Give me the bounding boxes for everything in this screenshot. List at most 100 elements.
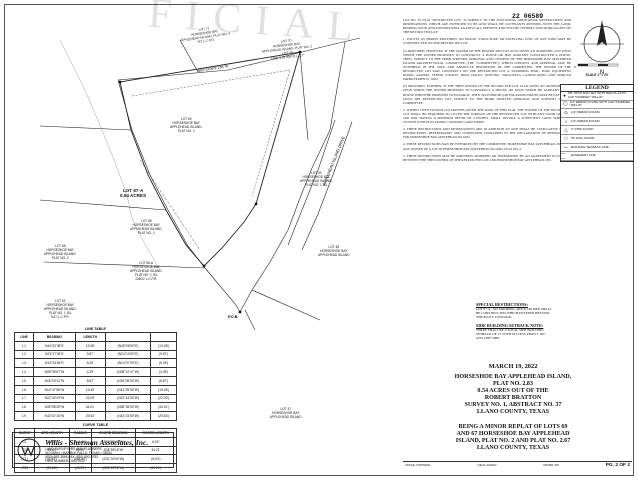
table-cell: 19.45': [74, 384, 106, 395]
lot-line: [244, 309, 256, 330]
firm-block: Willis - Sherman Associates, Inc. LAND S…: [12, 432, 174, 468]
table-header: LINE: [13, 332, 35, 342]
table-cell: N43°47'16"W: [33, 411, 76, 421]
firm-address: 310 MAIN • MARBLE FALLS, TEXAS • 78654: [45, 450, 112, 455]
table-cell: L5: [13, 375, 35, 386]
table-cell: (N43°24'00"W): [104, 411, 152, 421]
table-cell: L7: [13, 393, 35, 404]
legend-label: BUILDING SETBACK LINE: [571, 144, 609, 149]
table-cell: L9: [13, 411, 35, 421]
easement-line: [139, 159, 201, 251]
lot-label-lot52: LOT 52 HORSESHOE BAY APPLEHEAD ISLAND, P…: [44, 299, 77, 319]
legend-label: EASEMENT LINE: [571, 153, 596, 158]
legend-row: ◯1/2" REBAR FOUND WITH CAP STAMPED "WILL…: [561, 100, 633, 110]
setback-line: [131, 69, 291, 197]
table-header: [104, 332, 152, 342]
office-code: OFFICE: 2793/W0011: [405, 464, 431, 467]
road-edge: [287, 119, 336, 246]
table-cell: 34.01': [74, 402, 106, 413]
table-cell: N14°47'58"W: [33, 384, 76, 395]
drawn-by: DRAWN: RM: [543, 464, 559, 467]
scale-label: SCALE 1" = 20': [585, 73, 609, 77]
legend-row: ⊙1/2" REBAR FOUND: [561, 109, 633, 118]
table-header: LENGTH: [74, 332, 106, 342]
legend-symbol-icon: ⊙: [564, 109, 568, 115]
boundary-line: [117, 37, 361, 81]
table-cell: 8.87': [74, 375, 106, 386]
note-paragraph: (b) PROVIDED, FURTHER, IF THE THEN OWNER…: [403, 84, 571, 105]
legend-symbol-icon: — —: [561, 150, 566, 161]
table-cell: (34.01'): [150, 402, 177, 413]
legend-row: △3" PIPE FOUND: [561, 126, 633, 135]
boundary-line: [117, 79, 241, 313]
legend-row: □PK NAIL FOUND: [561, 135, 633, 144]
legend-symbol-icon: ○: [564, 119, 568, 125]
bearing-label: N83°13'08"E 238.76': [198, 64, 230, 73]
monument-marker: [254, 202, 258, 206]
table-cell: 13.08': [74, 340, 106, 351]
firm-logo-icon: [17, 438, 41, 462]
table-cell: N18°29'12"W: [33, 375, 76, 386]
table-cell: N35°58'25"W: [33, 402, 76, 413]
table-cell: (4.39'): [150, 367, 177, 377]
table-cell: (N22°44'00"W): [104, 393, 152, 404]
page-number: PG. 2 OF 2: [605, 463, 630, 468]
legend: LEGEND ●5/8" IRON ROD SET WITH RED PLAST…: [560, 84, 634, 162]
firm-name: Willis - Sherman Associates, Inc.: [45, 437, 149, 447]
lot-line: [39, 199, 167, 211]
table-cell: (22.09'): [150, 393, 177, 404]
legend-symbol-icon: □: [564, 136, 568, 142]
curve-table-title: CURVE TABLE: [82, 422, 109, 427]
pob-label: P.O.B.: [228, 315, 238, 319]
table-cell: (N14°07'00"E): [104, 358, 152, 369]
field-date: FIELD: 3/4/2022: [477, 464, 497, 467]
legend-title: LEGEND: [561, 85, 633, 92]
note-paragraph: 1. EXCEPT AS HEREIN PROVIDED, NO HOUSE, …: [403, 37, 571, 46]
lot-label-lot48: LOT 48 HORSESHOE BAY APPLEHEAD ISLAND: [318, 245, 350, 257]
table-cell: (13.08'): [150, 340, 177, 351]
table-cell: L8: [13, 402, 35, 413]
legend-row: —BUILDING SETBACK LINE: [561, 144, 633, 153]
table-cell: (N08°12'47"W): [104, 367, 152, 377]
table-cell: (8.87'): [150, 375, 177, 386]
table-cell: (19.45'): [150, 384, 177, 395]
table-cell: 5.26': [74, 358, 106, 369]
title-line: 0.54 ACRES OUT OF THE: [477, 388, 549, 395]
restriction-notes: LOT NO. 67-37(A) "RESTRICTED LOT" IS SUB…: [403, 18, 571, 165]
table-cell: L4: [13, 367, 35, 377]
title-block: MARCH 19, 2022 HORSESHOE BAY APPLEHEAD I…: [418, 363, 608, 452]
lot-line: [299, 51, 309, 141]
title-line: AND 67 HORSESHOE BAY APPLEHEAD: [456, 430, 570, 437]
north-label: N: [600, 70, 604, 76]
firm-number: FIRM NUMBER: 10027600: [45, 458, 85, 463]
table-cell: 9.87': [74, 349, 106, 360]
boundary-line: [239, 41, 346, 313]
special-restrictions: SPECIAL RESTRICTIONS: LOT 67-A - NO MOOR…: [476, 302, 626, 345]
road-edge: [301, 121, 353, 251]
table-cell: L3: [13, 358, 35, 369]
table-cell: (N35°35'00"W): [104, 402, 152, 413]
legend-symbol-icon: —: [563, 144, 569, 150]
table-cell: (63.93'): [68, 463, 92, 473]
lot-label-lot675: LOT 67-A 0.54 ACRES: [120, 188, 147, 199]
title-line: PLAT NO. 2.83: [492, 381, 534, 388]
table-cell: 4.39': [74, 367, 106, 377]
note-paragraph: 2. WITHIN TWENTY-FOUR (24) MONTHS AFTER …: [403, 107, 571, 125]
legend-row: ●5/8" IRON ROD SET WITH RED PLASTIC CAP …: [561, 91, 633, 101]
table-cell: (N18°05'00"W): [104, 375, 152, 386]
legend-symbol-icon: ●: [563, 93, 566, 99]
lot-line: [251, 289, 321, 321]
table-cell: (5.26'): [150, 358, 177, 369]
note-paragraph: 5. THESE RESTRICTIONS MAY BE AMENDED, MO…: [403, 153, 571, 162]
table-header: BEARING: [33, 332, 76, 342]
monument-marker: [238, 310, 242, 314]
monument-marker: [298, 50, 302, 54]
table-cell: L2: [13, 349, 35, 360]
